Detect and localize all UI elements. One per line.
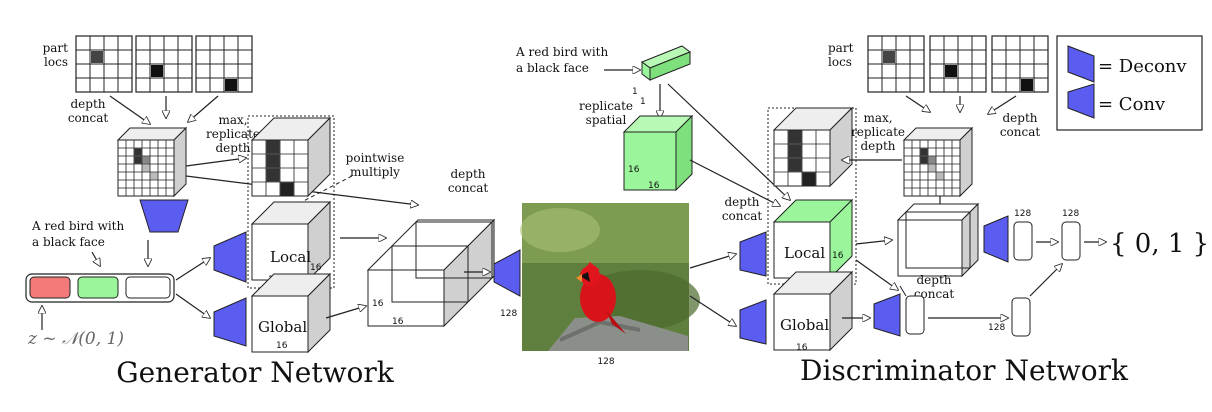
gen-arrow-caption — [91, 251, 100, 266]
legend-conv-label: = Conv — [1098, 94, 1166, 115]
disc-global-cube — [772, 270, 854, 352]
gen-deconv-block — [139, 199, 189, 233]
gen-keypoint-cube — [116, 126, 188, 198]
gen-local-cube — [250, 200, 332, 282]
disc-part-grid-2 — [929, 35, 987, 93]
gen-arrow-cube-max — [185, 158, 246, 167]
gen-out-dim: 128 — [500, 309, 517, 319]
disc-link-concat-fc — [899, 285, 907, 297]
gen-vec-text-seg — [77, 276, 119, 299]
gen-arrow-grid1 — [109, 95, 150, 124]
disc-fc-d — [1011, 297, 1031, 337]
gen-arrow-global-concat — [325, 306, 366, 319]
gen-local-side-dim: 16 — [310, 263, 322, 273]
disc-fc-b-dim: 128 — [1062, 209, 1079, 219]
gen-part-grid-1 — [75, 35, 133, 93]
disc-emb-dim-a: 1 — [632, 87, 638, 97]
disc-green-bottom-dim: 16 — [648, 181, 660, 191]
disc-arrow-green-local — [689, 159, 780, 206]
disc-keypoint-cube — [902, 126, 974, 198]
disc-conv-global — [739, 299, 767, 345]
disc-concat-volume — [896, 202, 980, 278]
gen-concat-volume — [366, 218, 496, 328]
disc-part-grid-3 — [991, 35, 1049, 93]
disc-arrow-grid3 — [988, 95, 1017, 114]
gen-part-grid-2 — [135, 35, 193, 93]
disc-conv-global-2 — [873, 293, 901, 337]
gen-global-cube — [250, 272, 332, 354]
gen-global-bottom-dim: 16 — [276, 341, 288, 351]
discriminator-title: Discriminator Network — [800, 354, 1129, 387]
gen-concat-bottom-dim: 16 — [392, 317, 404, 327]
gen-arrow-vec-global — [175, 293, 210, 318]
gen-max-replicate-cube — [250, 116, 332, 198]
disc-embedding-front — [641, 61, 651, 81]
gen-arrow-grid3 — [188, 95, 219, 122]
gen-local-label: Local — [270, 248, 311, 266]
disc-output-label: { 0, 1 } — [1110, 229, 1209, 259]
disc-local-label: Local — [784, 244, 825, 262]
gen-arrow-vec-local — [175, 258, 210, 281]
image-dim: 128 — [597, 357, 614, 367]
disc-fc-b — [1061, 221, 1081, 261]
disc-fc-a — [1013, 221, 1033, 261]
disc-local-cube — [772, 198, 854, 280]
disc-arrow-img-local — [689, 254, 736, 269]
gen-part-grid-3 — [195, 35, 253, 93]
disc-arrow-grid1 — [905, 95, 930, 112]
disc-conv-concat — [983, 215, 1009, 263]
gen-vec-noise-seg — [29, 276, 71, 299]
legend-deconv-icon — [1067, 45, 1095, 83]
disc-global-bottom-dim: 16 — [796, 343, 808, 353]
gen-global-label: Global — [258, 318, 307, 336]
disc-arrow-emb-local — [667, 83, 790, 200]
gen-vec-empty-seg — [125, 276, 171, 299]
legend-deconv-label: = Deconv — [1098, 56, 1187, 77]
disc-conv-local — [739, 231, 767, 277]
disc-part-grid-1 — [867, 35, 925, 93]
disc-arrow-local-concat — [855, 240, 892, 244]
disc-fc-c-dim: 128 — [988, 323, 1005, 333]
gen-deconv-global — [213, 297, 247, 347]
gen-z-formula: z ~ 𝒩(0, 1) — [27, 329, 124, 349]
disc-global-label: Global — [780, 316, 829, 334]
disc-green-side-dim: 16 — [628, 165, 640, 175]
gen-deconv-local — [213, 231, 247, 283]
generator-title: Generator Network — [116, 356, 395, 389]
disc-fc-a-dim: 128 — [1014, 209, 1031, 219]
cardinal-image — [520, 203, 700, 351]
gen-deconv-final — [493, 249, 521, 297]
disc-arrow-img-global — [689, 295, 736, 326]
disc-replicated-text-cube — [622, 114, 694, 192]
disc-arrow-local-lower — [855, 259, 898, 290]
disc-local-side-dim: 16 — [832, 251, 844, 261]
disc-arrow-fc-merge — [1029, 264, 1062, 297]
gen-concat-side-dim: 16 — [372, 299, 384, 309]
gen-pointwise-pointer — [285, 175, 353, 211]
disc-fc-c — [905, 295, 925, 335]
disc-emb-dim-b: 1 — [640, 97, 646, 107]
legend-conv-icon — [1067, 83, 1095, 119]
disc-max-replicate-cube — [772, 106, 854, 188]
